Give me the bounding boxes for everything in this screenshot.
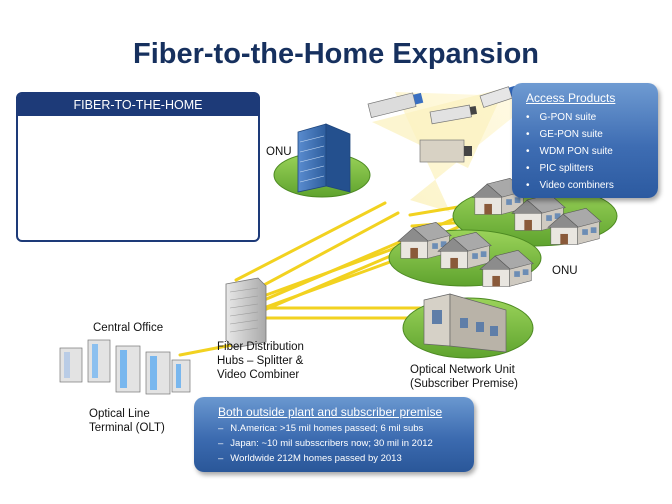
deployment-stat-item: Japan: ~10 mil subsscribers now; 30 mil … — [218, 436, 433, 451]
fiber-hub-to-building-1 — [234, 201, 387, 282]
sfp-transceivers — [367, 85, 518, 163]
premise-label: Optical Network Unit (Subscriber Premise… — [410, 363, 518, 391]
page-title: Fiber-to-the-Home Expansion — [132, 38, 539, 70]
premise-label-line1: Optical Network Unit — [410, 364, 515, 376]
heading-underlined-word: Both — [218, 405, 243, 419]
hub-label-line2: Hubs – Splitter & — [217, 355, 304, 367]
access-products-heading: Access Products — [526, 91, 616, 105]
central-office-olt — [59, 339, 191, 395]
deployment-stat-item: N.America: >15 mil homes passed; 6 mil s… — [218, 421, 433, 436]
hub-label-line1: Fiber Distribution — [217, 341, 304, 353]
access-product-item: PIC splitters — [526, 160, 614, 177]
olt-label-line1: Optical Line — [89, 408, 150, 420]
olt-label-line2: Terminal (OLT) — [89, 422, 165, 434]
hub-label-line3: Video Combiner — [217, 369, 300, 381]
fiber-distribution-hub — [225, 277, 267, 349]
hub-label: Fiber Distribution Hubs – Splitter & Vid… — [217, 340, 304, 382]
access-products-panel: Access Products G-PON suite GE-PON suite… — [512, 83, 658, 198]
onu-homes-label: ONU — [552, 265, 578, 277]
access-product-item: G-PON suite — [526, 109, 614, 126]
access-products-list: G-PON suite GE-PON suite WDM PON suite P… — [526, 109, 614, 194]
central-office-label: Central Office — [93, 322, 164, 334]
ftth-panel-header: FIBER-TO-THE-HOME — [18, 94, 258, 116]
homes-cluster-mid — [388, 221, 542, 287]
fiber-olt-to-hub-a — [178, 343, 234, 357]
deployment-stats-panel: Both outside plant and subscriber premis… — [194, 397, 474, 472]
onu-building — [273, 123, 371, 198]
access-product-item: WDM PON suite — [526, 143, 614, 160]
onu-building-label: ONU — [266, 146, 292, 158]
deployment-stat-item: Worldwide 212M homes passed by 2013 — [218, 451, 433, 466]
heading-rest: outside plant and subscriber premise — [242, 405, 443, 419]
olt-label: Optical Line Terminal (OLT) — [89, 407, 165, 435]
access-product-item: Video combiners — [526, 177, 614, 194]
access-product-item: GE-PON suite — [526, 126, 614, 143]
deployment-stats-list: N.America: >15 mil homes passed; 6 mil s… — [218, 421, 433, 466]
subscriber-premise — [402, 293, 534, 359]
ftth-product-panel: FIBER-TO-THE-HOME — [16, 92, 260, 242]
deployment-stats-heading: Both outside plant and subscriber premis… — [218, 405, 442, 419]
premise-label-line2: (Subscriber Premise) — [410, 378, 518, 390]
